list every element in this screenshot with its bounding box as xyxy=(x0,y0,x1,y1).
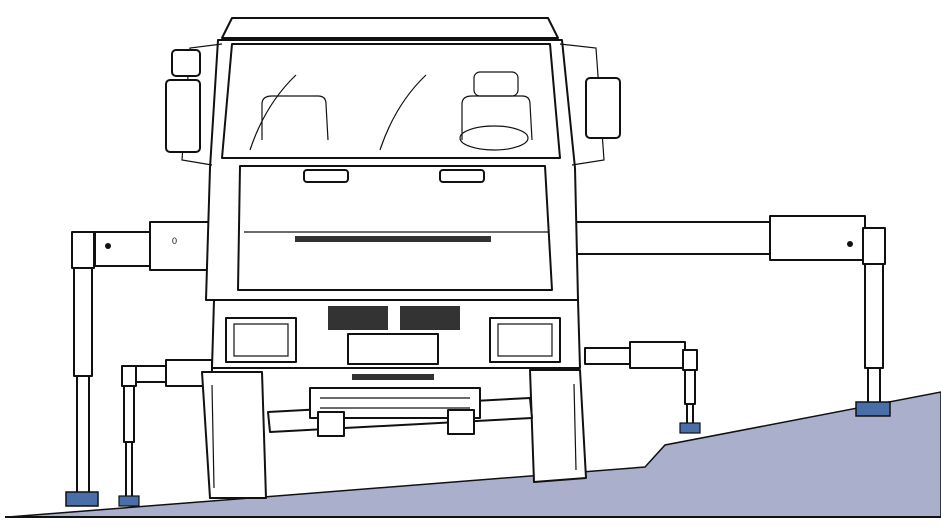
right-lower-outrigger-leg xyxy=(679,349,701,434)
left-wheel xyxy=(201,371,267,499)
right-mirror xyxy=(559,43,621,166)
left-lower-outrigger-leg xyxy=(118,365,140,507)
left-outer-foot-pad xyxy=(65,491,99,507)
left-headlight xyxy=(225,317,297,363)
left-upper-outrigger-leg xyxy=(65,231,99,507)
boom-marking-label: 0 xyxy=(172,236,177,246)
cab-roof xyxy=(221,17,559,39)
right-inner-foot-pad xyxy=(679,422,701,434)
right-upper-outrigger-beam xyxy=(569,215,866,261)
windshield xyxy=(221,43,561,159)
license-plate-holder xyxy=(347,333,439,365)
left-mirror xyxy=(165,43,223,166)
left-inner-foot-pad xyxy=(118,495,140,507)
right-wheel xyxy=(529,369,587,483)
right-upper-outrigger-leg xyxy=(855,227,891,417)
left-upper-outrigger-beam: 0 xyxy=(94,221,221,271)
front-panel xyxy=(237,165,553,291)
right-bumper-grille xyxy=(400,306,460,330)
right-headlight xyxy=(489,317,561,363)
left-lower-outrigger-beam xyxy=(131,359,213,387)
front-bumper xyxy=(211,299,581,380)
right-lower-outrigger-beam xyxy=(584,341,686,369)
front-grille-slot xyxy=(295,236,491,242)
front-axle xyxy=(267,387,533,437)
left-bumper-grille xyxy=(328,306,388,330)
right-outer-foot-pad xyxy=(855,401,891,417)
